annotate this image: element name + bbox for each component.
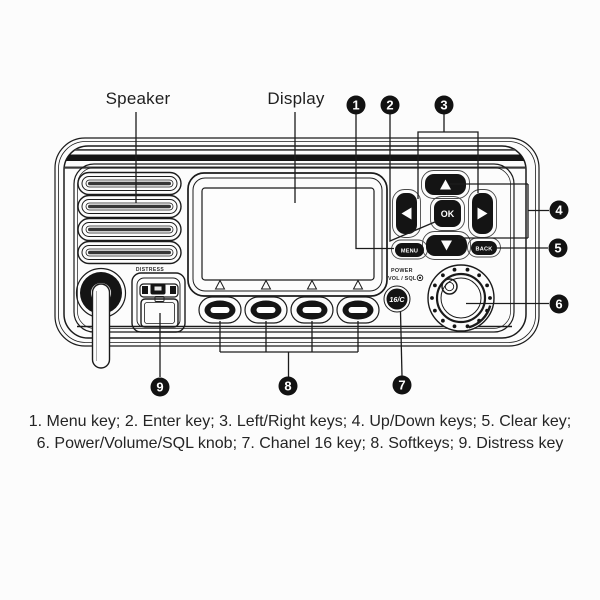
mic-connector (75, 267, 127, 369)
right-arrow-icon (477, 207, 488, 220)
speaker-slot (77, 217, 182, 242)
speaker-label: Speaker (105, 89, 171, 108)
softkey (244, 296, 288, 324)
knob-grip-dimple (441, 278, 458, 295)
mic-cable (91, 283, 111, 369)
display-screen (201, 187, 375, 281)
speaker-slot (77, 240, 182, 265)
top-trim-band (64, 149, 526, 169)
display-label: Display (267, 89, 325, 108)
back-key-label: BACK (476, 247, 493, 253)
caption-line-1: 1. Menu key; 2. Enter key; 3. Left/Right… (28, 413, 572, 430)
softkey (198, 296, 242, 324)
control-pad: OK MENU BACK (391, 170, 501, 260)
callout-6-power-volume-knob: 6 (549, 294, 569, 314)
left-key (396, 193, 417, 234)
up-key (425, 174, 466, 195)
volsql-label: VOL / SQL (388, 276, 417, 282)
distress-label: DISTRESS (136, 267, 164, 273)
caption-line-2: 6. Power/Volume/SQL knob; 7. Chanel 16 k… (36, 435, 564, 452)
ok-key-label: OK (441, 209, 455, 219)
callout-5-clear-key: 5 (548, 238, 568, 258)
ok-key: OK (434, 200, 461, 227)
distress-key: DISTRESS (131, 267, 186, 333)
softkey-pointer-icon (260, 279, 272, 290)
speaker-grille (77, 171, 182, 265)
menu-key: MENU (395, 243, 424, 257)
right-key (472, 193, 493, 234)
push-knob-icon (416, 274, 424, 282)
caption: 1. Menu key; 2. Enter key; 3. Left/Right… (0, 411, 600, 455)
callout-9-distress-key: 9 (150, 377, 170, 397)
power-volsql-label: POWER VOL / SQL (388, 268, 424, 282)
power-volume-knob (427, 264, 495, 332)
callout-8-softkeys: 8 (278, 376, 298, 396)
left-arrow-icon (401, 207, 412, 220)
softkey-pointer-icon (306, 279, 318, 290)
back-key: BACK (471, 241, 497, 255)
softkey-pointer-icon (214, 279, 226, 290)
mounting-bracket (54, 137, 540, 347)
down-key (426, 235, 467, 256)
softkey (336, 296, 380, 324)
power-label: POWER (391, 268, 413, 274)
speaker-slot (77, 171, 182, 196)
menu-key-label: MENU (401, 249, 418, 255)
display-bezel (187, 172, 388, 297)
leader-lines (135, 112, 549, 377)
softkeys (198, 296, 380, 324)
channel16-key: 16/C (383, 285, 411, 313)
softkey-pointer-icon (352, 279, 364, 290)
callout-4-up-down-keys: 4 (549, 200, 569, 220)
callout-1-menu-key: 1 (346, 95, 366, 115)
channel16-key-label: 16/C (389, 295, 405, 304)
down-arrow-icon (441, 240, 452, 251)
speaker-slot (77, 194, 182, 219)
softkey (290, 296, 334, 324)
callout-7-channel16-key: 7 (392, 375, 412, 395)
callout-2-enter-key: 2 (380, 95, 400, 115)
up-arrow-icon (440, 179, 451, 190)
callout-3-left-right-keys: 3 (434, 95, 454, 115)
